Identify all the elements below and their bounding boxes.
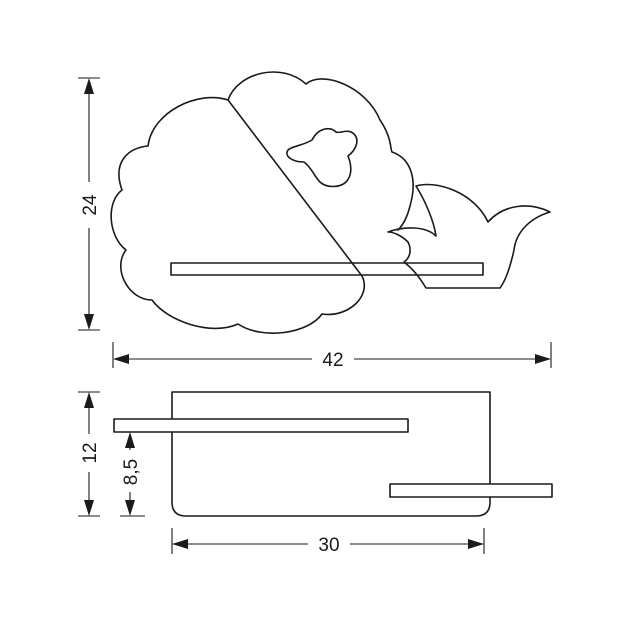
sheep-head-icon [286, 127, 358, 188]
dimension-height-12: 12 [78, 391, 101, 517]
dimension-label-shelf-height: 8,5 [121, 459, 142, 485]
dimension-height-24: 24 [78, 77, 101, 331]
dimension-width-30: 30 [171, 528, 485, 556]
top-shelf-upper [113, 418, 409, 433]
grass-leaves [387, 183, 551, 289]
cloud-outline [110, 71, 414, 334]
back-panel [171, 391, 491, 517]
dimension-label-width-bottom: 30 [318, 535, 339, 556]
dimension-label-height-bottom: 12 [80, 442, 101, 463]
top-view [113, 391, 553, 517]
dimension-width-42: 42 [112, 342, 552, 371]
dimension-height-8-5: 8,5 [120, 431, 145, 517]
front-shelf [170, 262, 484, 276]
top-shelf-lower [389, 483, 553, 498]
dimension-label-height-top: 24 [80, 194, 101, 216]
dimension-label-width-top: 42 [322, 350, 343, 371]
front-view [110, 71, 551, 334]
